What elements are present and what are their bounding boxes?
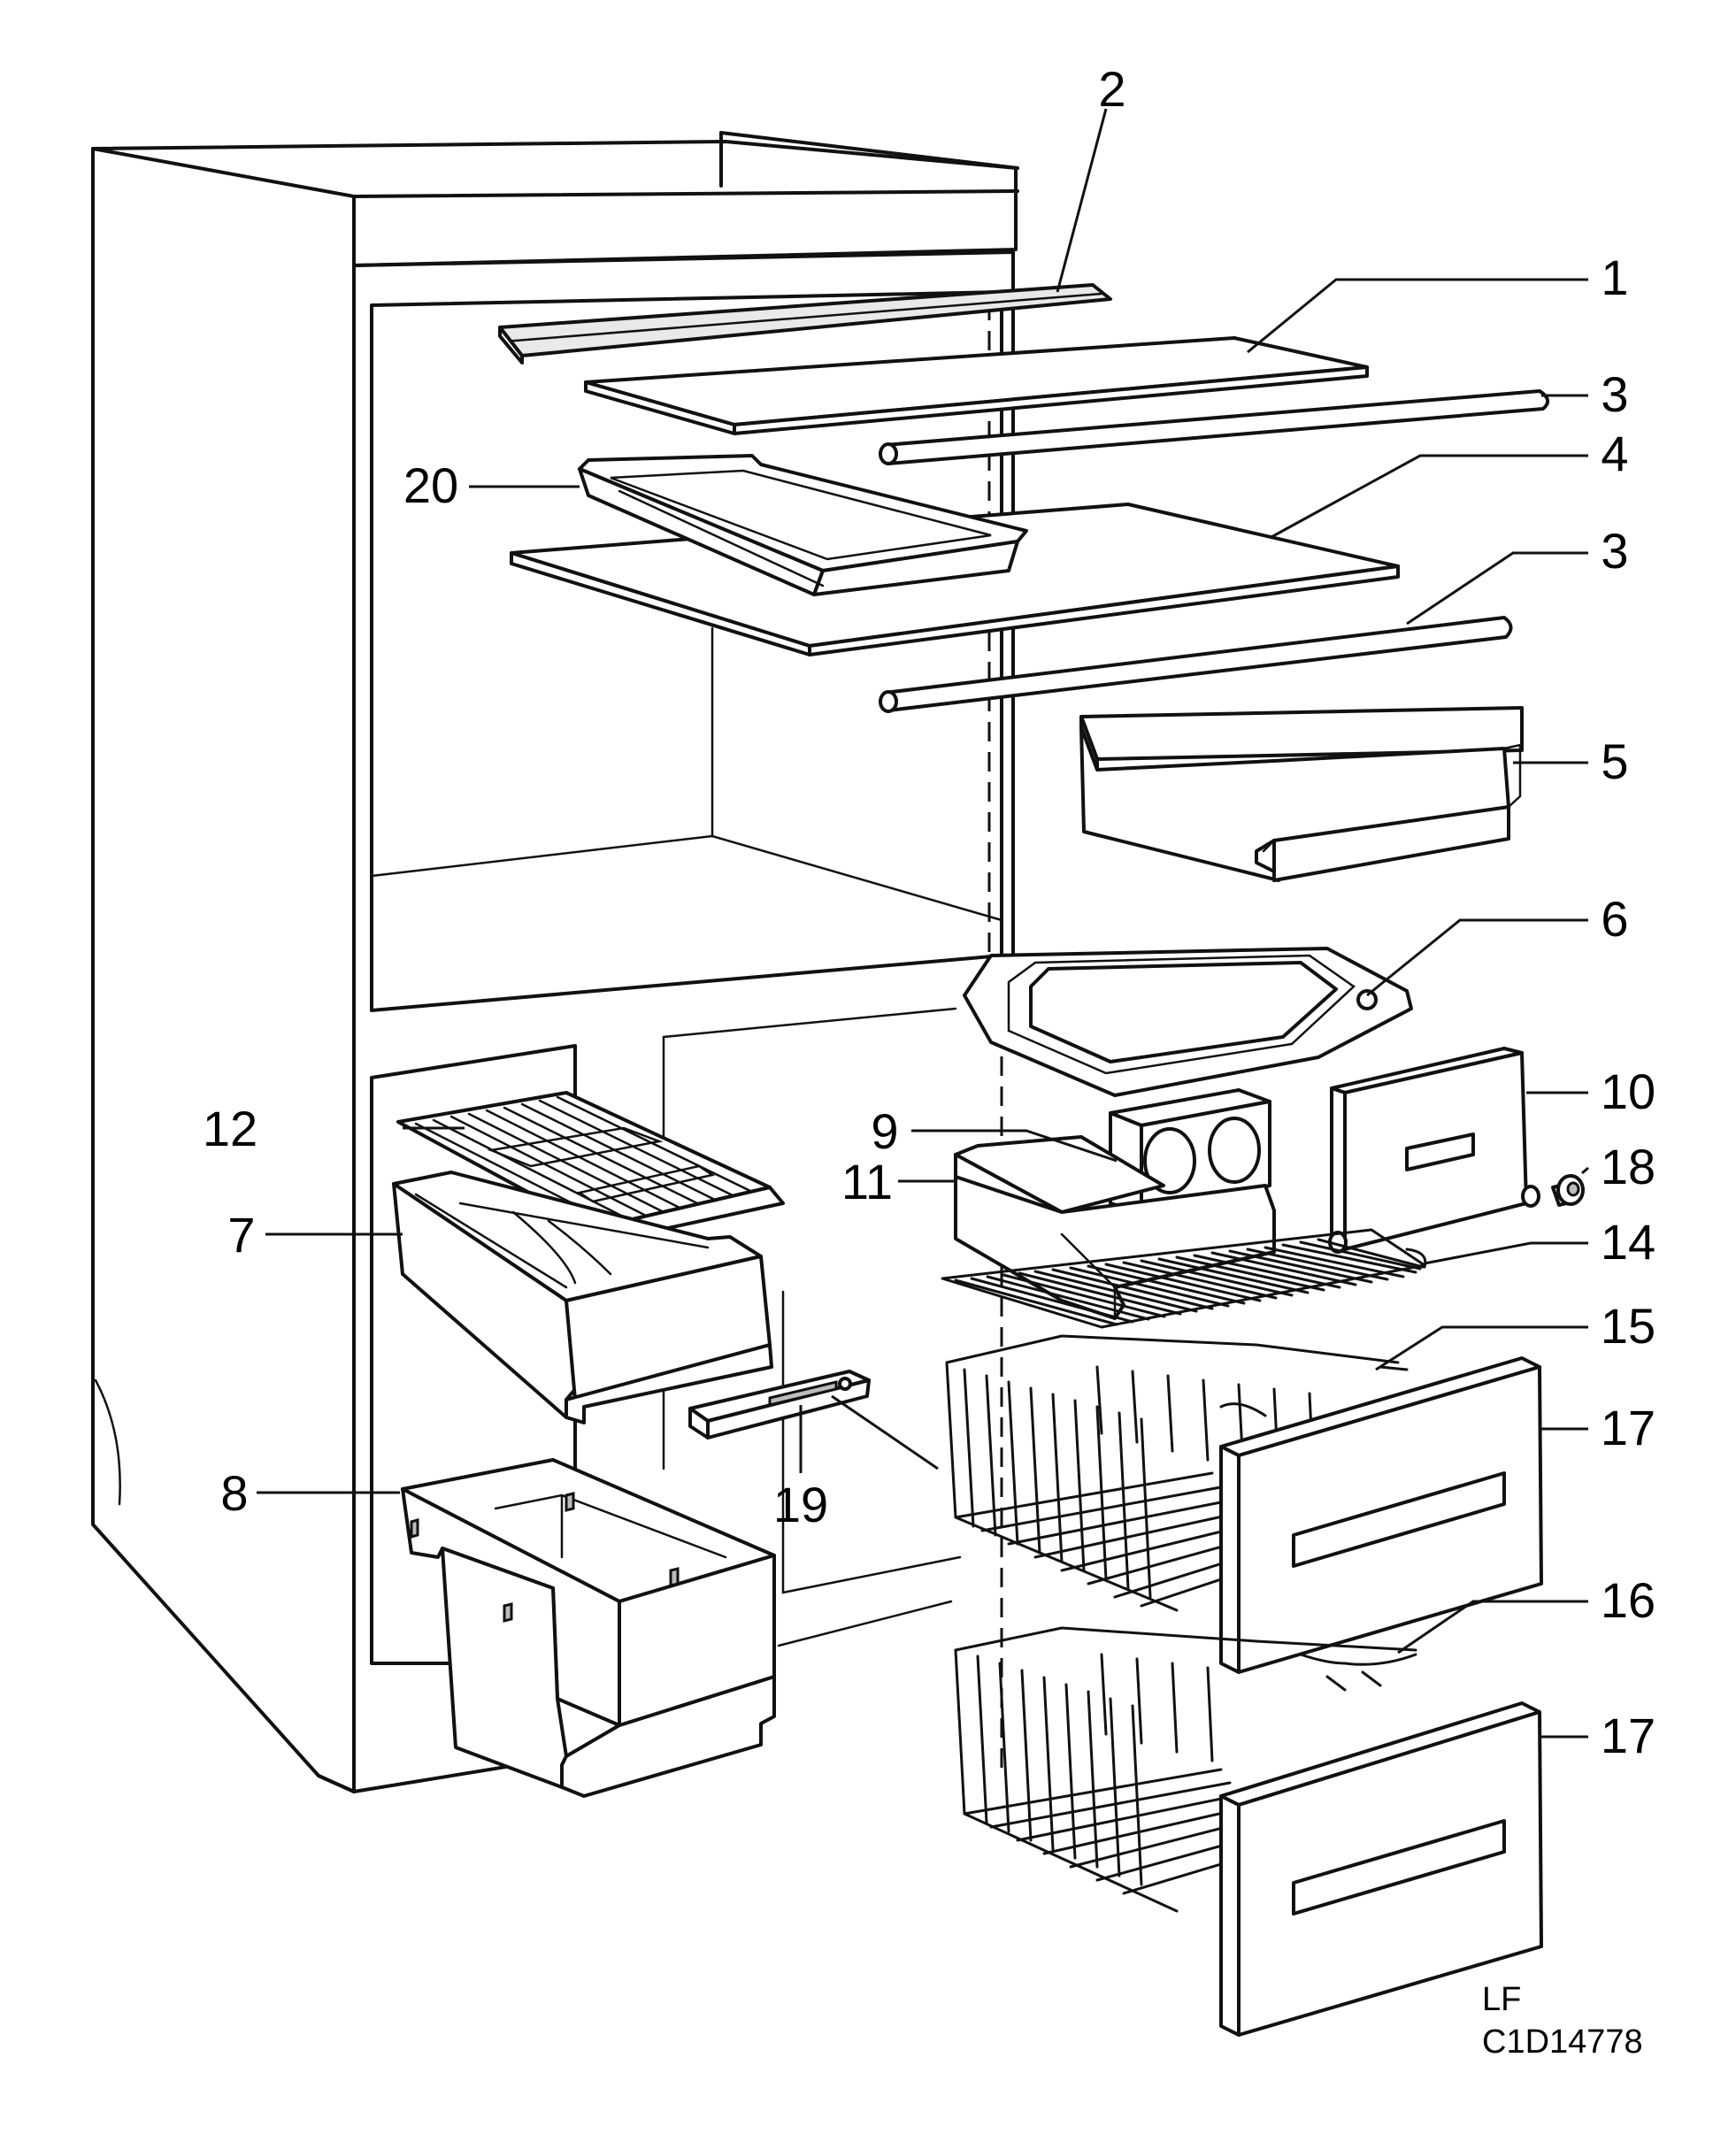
drawer-front-lower	[1219, 1701, 1543, 2037]
reference-line-1: LF	[1482, 1981, 1521, 2018]
callout-1: 1	[1601, 250, 1628, 305]
ice-cube-box	[1109, 1088, 1271, 1214]
cabinet-body	[91, 131, 1019, 1793]
glass-shelf-top	[584, 336, 1369, 435]
freezer-bin-lower	[401, 1458, 776, 1798]
thermostat-strip	[688, 1370, 871, 1440]
shelf-trim-strip	[498, 283, 1112, 365]
callout-2: 2	[1098, 61, 1125, 117]
crisper-drawer	[1079, 706, 1524, 882]
callout-9: 9	[871, 1103, 898, 1159]
callout-12: 12	[203, 1101, 257, 1156]
callout-16: 16	[1601, 1572, 1655, 1628]
wire-basket-lower	[954, 1626, 1417, 1913]
leader-lines	[257, 108, 1589, 1739]
freezer-basket-upper	[392, 1171, 773, 1424]
callout-labels: 1 2 3 3 4 5 6 7 8 9 10 11 12 14 15 16 17…	[203, 61, 1655, 1763]
callout-4: 4	[1601, 426, 1628, 481]
callout-3-upper: 3	[1601, 366, 1628, 422]
callout-10: 10	[1601, 1063, 1655, 1119]
callout-17-upper: 17	[1601, 1400, 1655, 1455]
callout-5: 5	[1601, 733, 1628, 789]
callout-6: 6	[1601, 891, 1628, 947]
drawer-front-upper	[1219, 1356, 1543, 1674]
wire-basket-upper	[945, 1334, 1409, 1612]
callout-3-lower: 3	[1601, 523, 1628, 579]
callout-17-lower: 17	[1601, 1708, 1655, 1763]
callout-15: 15	[1601, 1298, 1655, 1354]
callout-8: 8	[220, 1465, 248, 1521]
callout-11: 11	[841, 1154, 893, 1209]
callout-7: 7	[227, 1207, 255, 1263]
shelf-support-rod-lower	[879, 616, 1513, 713]
freezer-flap	[1328, 1047, 1540, 1254]
callout-19: 19	[773, 1477, 828, 1532]
wire-grid-shelf	[941, 1228, 1427, 1329]
hinge-knob	[1551, 1174, 1585, 1207]
reference-line-2: C1D14778	[1482, 2023, 1643, 2061]
callout-20: 20	[403, 457, 458, 513]
callout-14: 14	[1601, 1214, 1655, 1270]
storage-tray	[578, 454, 1028, 596]
drawing-reference: LF C1D14778	[1482, 1981, 1643, 2061]
callout-18: 18	[1601, 1139, 1655, 1194]
crisper-lid-frame	[963, 947, 1413, 1097]
